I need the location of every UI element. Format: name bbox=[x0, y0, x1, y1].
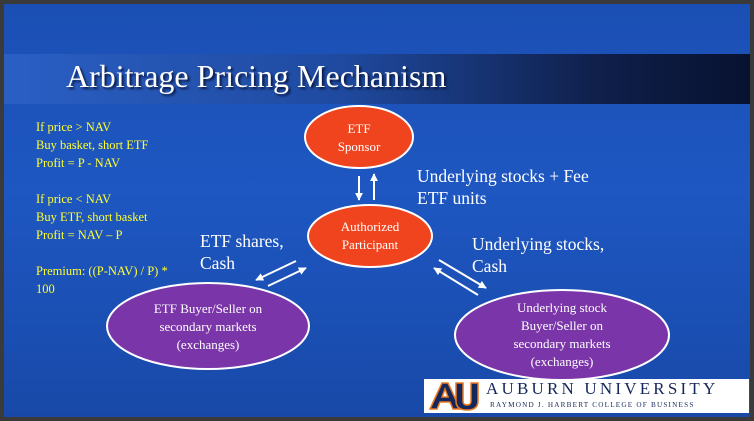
ap-node bbox=[307, 204, 433, 268]
flow-diagram bbox=[106, 105, 670, 381]
rule-line: Premium: ((P-NAV) / P) * bbox=[36, 264, 168, 278]
rule-line: If price > NAV bbox=[36, 120, 112, 134]
college-name: RAYMOND J. HARBERT COLLEGE OF BUSINESS bbox=[490, 401, 695, 409]
arrow-buyer-to-ap bbox=[267, 267, 307, 287]
sponsor-node bbox=[304, 105, 414, 169]
buyer-node bbox=[106, 282, 310, 370]
rule-line: Buy ETF, short basket bbox=[36, 210, 148, 224]
auburn-au-icon bbox=[428, 382, 479, 411]
sponsor-label: ETF Sponsor bbox=[337, 121, 381, 154]
slide-title: Arbitrage Pricing Mechanism bbox=[66, 58, 447, 94]
auburn-logo: AUBURN UNIVERSITY RAYMOND J. HARBERT COL… bbox=[424, 379, 749, 413]
rule-line: If price < NAV bbox=[36, 192, 112, 206]
ap-label: Authorized Participant bbox=[340, 219, 400, 252]
rule-line: Buy basket, short ETF bbox=[36, 138, 149, 152]
sponsor-ap-flow-label: Underlying stocks + Fee ETF units bbox=[417, 166, 589, 208]
arrow-ap-to-buyer bbox=[255, 260, 297, 281]
stock-label: Underlying stock Buyer/Seller on seconda… bbox=[513, 300, 611, 369]
ap-stock-flow-label: Underlying stocks, Cash bbox=[472, 234, 605, 276]
rule-line: Profit = NAV – P bbox=[36, 228, 123, 242]
title-band bbox=[4, 54, 750, 104]
university-name: AUBURN UNIVERSITY bbox=[486, 379, 719, 398]
arbitrage-rules: If price > NAV Buy basket, short ETF Pro… bbox=[36, 118, 226, 298]
slide: Arbitrage Pricing Mechanism If price > N… bbox=[4, 4, 750, 417]
buyer-label: ETF Buyer/Seller on secondary markets (e… bbox=[153, 301, 263, 352]
arrow-stock-to-ap bbox=[433, 267, 479, 296]
ap-buyer-flow-label: ETF shares, Cash bbox=[200, 231, 284, 273]
arrow-ap-to-stock bbox=[438, 259, 487, 289]
rule-line: 100 bbox=[36, 282, 55, 296]
rule-line: Profit = P - NAV bbox=[36, 156, 121, 170]
